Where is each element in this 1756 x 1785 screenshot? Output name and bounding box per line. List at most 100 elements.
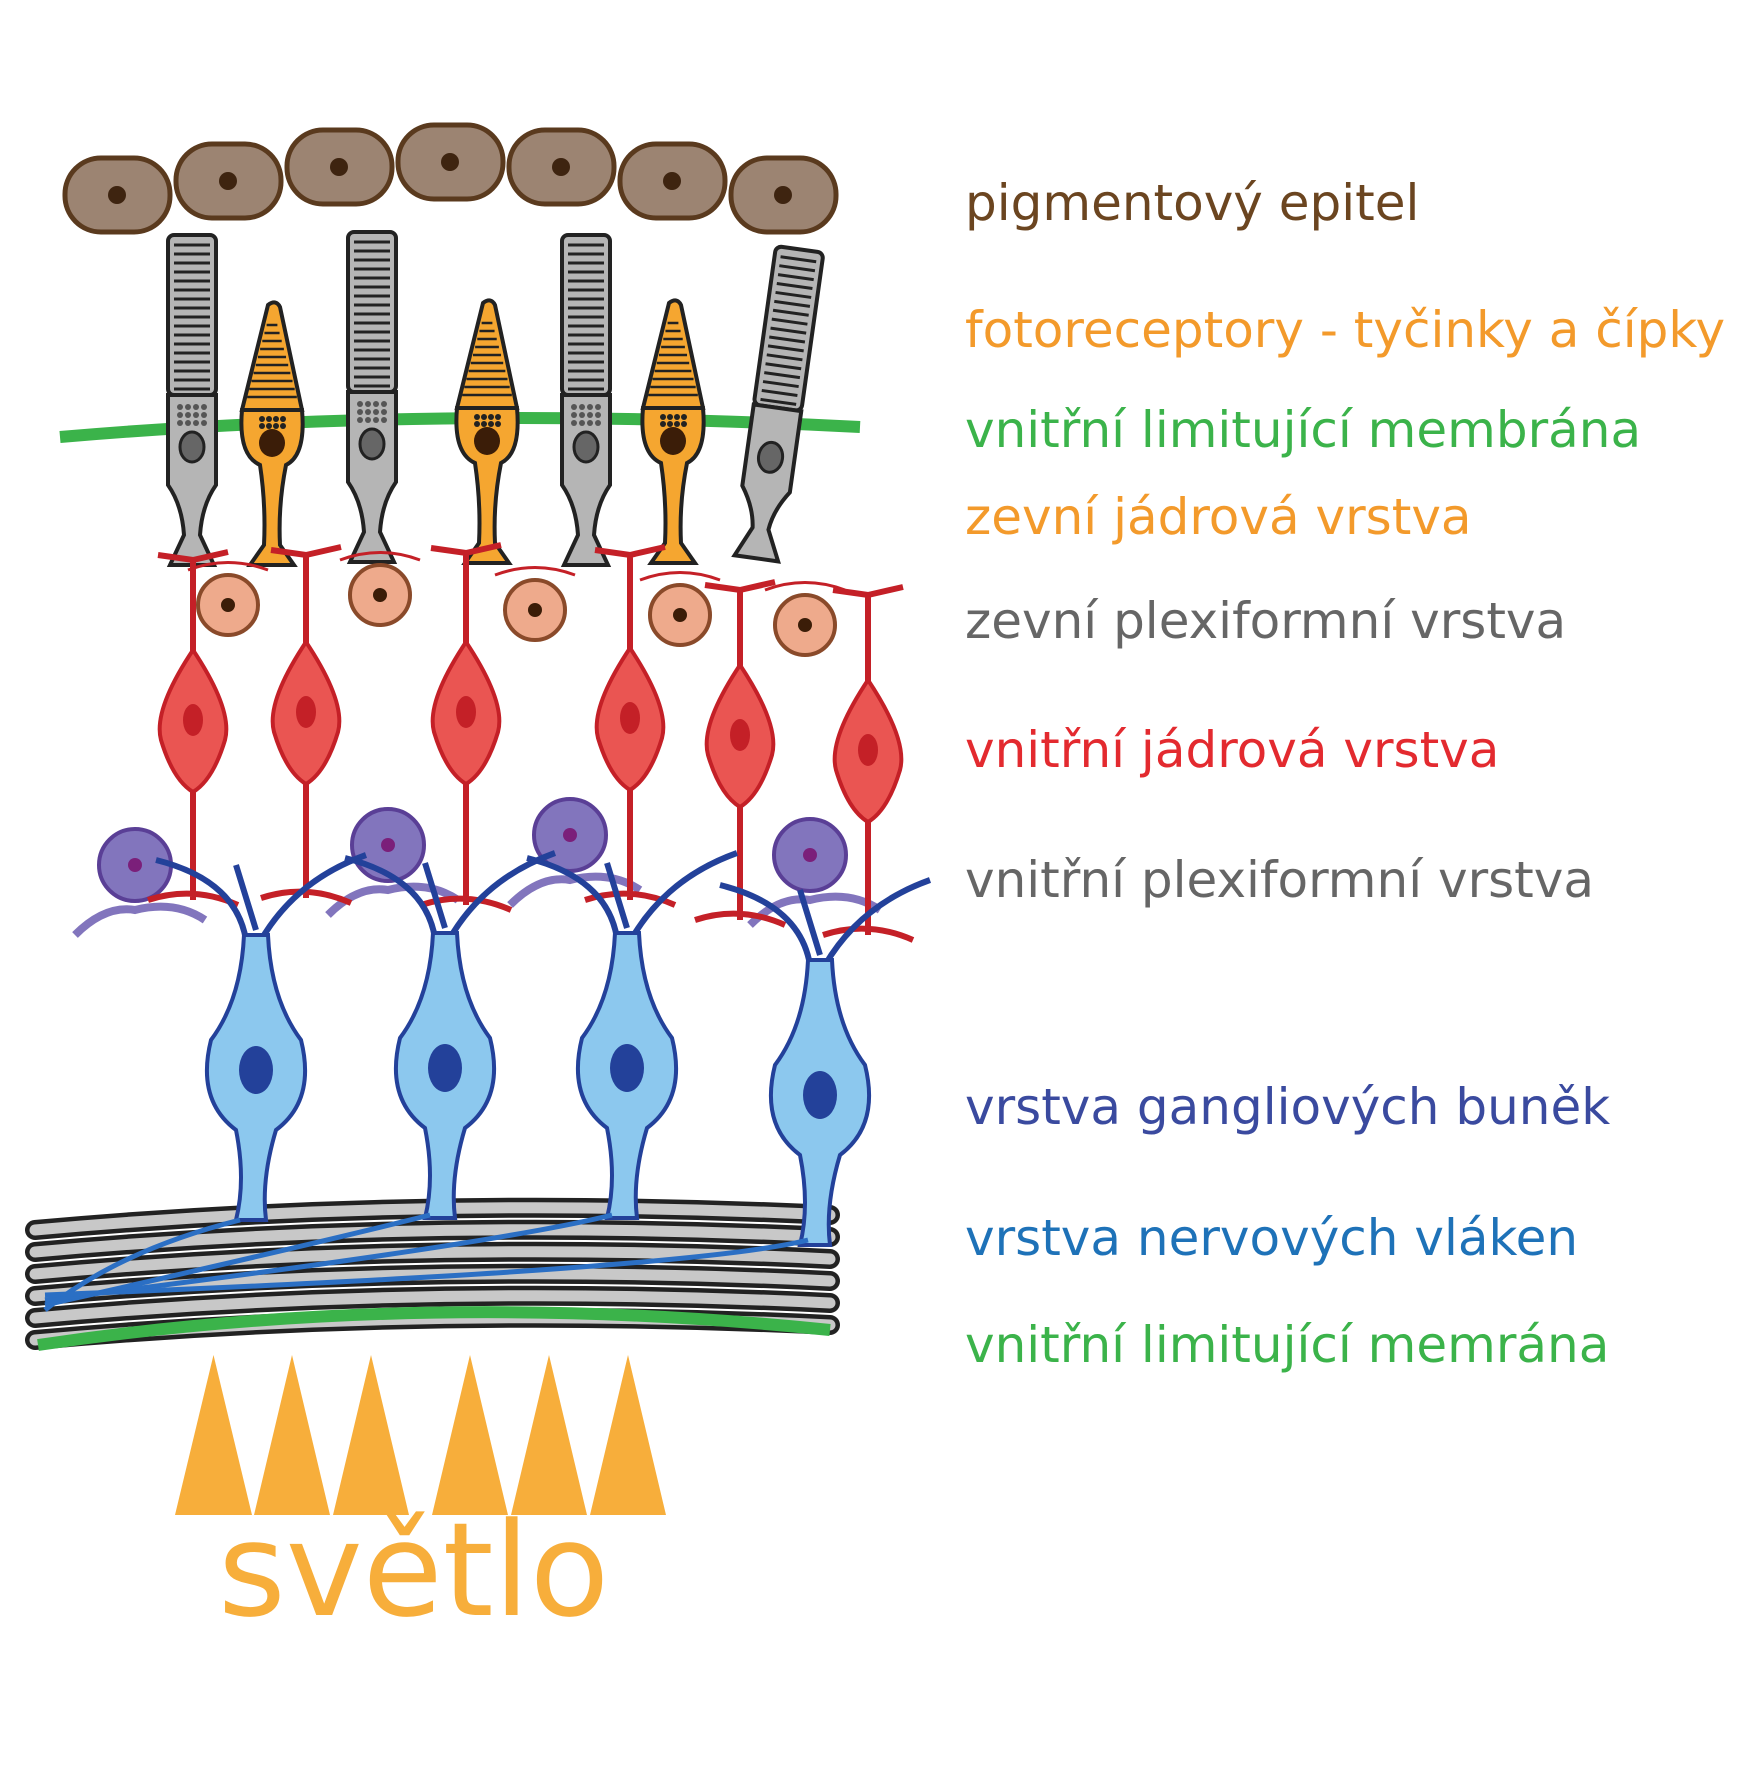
cone-granule [488,421,494,427]
rod-disc [762,380,799,389]
cone-granule [660,414,666,420]
rod-granule [381,409,387,415]
cone-granule [266,423,272,429]
label-inner-nuclear-layer: vnitřní jádrová vrstva [965,721,1500,779]
ganglion-axon [44,1237,809,1298]
ganglion-dendrite [526,850,739,940]
rod-disc [764,371,801,380]
label-inner-limiting-membrane: vnitřní limitující memrána [965,1316,1610,1374]
bipolar-dendrite [584,544,677,908]
rod-granule [365,401,371,407]
light-rays [175,1355,666,1515]
rod-granule [571,412,577,418]
light-ray [590,1355,666,1515]
rod-granule [381,401,387,407]
label-inner-plexiform-layer: vnitřní plexiformní vrstva [965,851,1595,909]
cone-granule [681,414,687,420]
bipolar-nucleus [183,704,203,736]
rod-granule [357,409,363,415]
label-photoreceptors: fotoreceptory - tyčinky a čípky [965,301,1726,359]
rod-disc [779,264,816,273]
rod-granule [177,412,183,418]
cone-granule [488,414,494,420]
epithelium-nucleus [330,158,348,176]
horizontal-dendrite [494,566,576,577]
rod-disc [774,299,811,308]
cone-granule [474,421,480,427]
light-ray [333,1355,409,1515]
rod-disc [771,317,808,326]
rod-granule [579,404,585,410]
cone-granule [259,416,265,422]
rod-disc [772,308,809,317]
rod-granule [177,420,183,426]
ganglion-axon [44,1212,613,1303]
label-outer-limiting-membrane: vnitřní limitující membrána [965,401,1642,459]
rod-disc [770,326,807,335]
cone-nucleus [259,429,285,457]
cone-inner-segment [239,408,305,567]
rod-inner-segment [731,402,804,564]
cone-granule [674,414,680,420]
rod-granule [193,412,199,418]
bipolar-nucleus [296,696,316,728]
horizontal-dendrite [639,571,721,582]
cone-granule [495,414,501,420]
rod-inner-segment [166,393,218,567]
rod-granule [587,404,593,410]
rod-disc [765,362,802,371]
cone-inner-segment [454,406,520,565]
rod-disc [769,335,806,344]
epithelium-nucleus [552,158,570,176]
rod-granule [357,417,363,423]
photoreceptors [166,230,825,567]
nerve-fiber [29,1224,836,1258]
cone-granule [474,414,480,420]
rod-nucleus [358,427,386,461]
amacrine-nucleus [128,858,142,872]
rod-nucleus [756,440,785,474]
cone-granule [273,423,279,429]
bipolar-dendrite [260,544,353,906]
rod-granule [201,404,207,410]
rod-granule [587,420,593,426]
pigment-epithelium [62,122,839,235]
light-ray [511,1355,587,1515]
epithelium-nucleus [108,186,126,204]
cone-granule [481,421,487,427]
rod-granule [381,417,387,423]
cone-nucleus [474,427,500,455]
horizontal-nucleus [373,588,387,602]
label-outer-nuclear-layer: zevní jádrová vrstva [965,488,1472,546]
rod-granule [201,412,207,418]
cone-nucleus [660,427,686,455]
cone-granule [273,416,279,422]
cone-granule [667,421,673,427]
rod-granule [595,404,601,410]
amacrine-dendrite [72,902,208,938]
epithelium-nucleus [219,172,237,190]
rod-disc [766,353,803,362]
ganglion-nucleus [239,1046,273,1094]
cone-granule [495,421,501,427]
cone-granule [266,416,272,422]
rod-granule [373,409,379,415]
light-ray [254,1355,330,1515]
bipolar-dendrite [147,549,240,908]
horizontal-nucleus [221,598,235,612]
amacrine-nucleus [803,848,817,862]
rod-granule [185,420,191,426]
rod-nucleus [178,430,206,464]
rod-disc [780,255,817,264]
rod-inner-segment [346,390,398,564]
label-pigment-epithelium: pigmentový epitel [965,174,1420,232]
bipolar-nucleus [620,702,640,734]
rod-granule [365,409,371,415]
rod-disc [760,397,797,406]
bipolar-dendrite [420,542,513,913]
label-nerve-fiber-layer: vrstva nervových vláken [965,1209,1579,1267]
bipolar-nucleus [858,734,878,766]
epithelium-nucleus [663,172,681,190]
rod-granule [571,404,577,410]
